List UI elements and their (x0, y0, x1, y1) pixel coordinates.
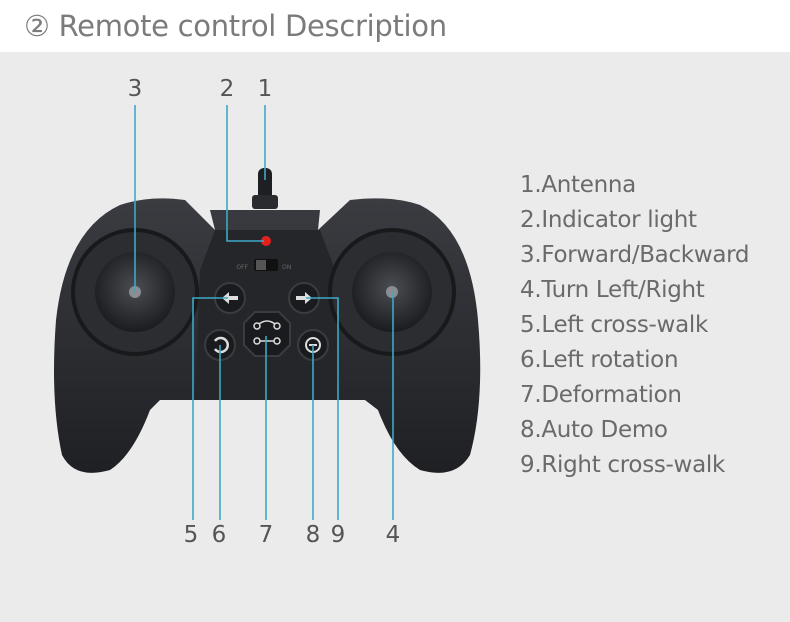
leader-line-2 (226, 105, 264, 242)
callout-1: 1 (257, 76, 273, 102)
legend-item: 8.Auto Demo (520, 417, 668, 443)
callout-5: 5 (183, 522, 199, 548)
legend-list: 1.Antenna 2.Indicator light 3.Forward/Ba… (520, 170, 749, 485)
leader-line-9 (306, 297, 339, 520)
legend-item: 2.Indicator light (520, 207, 697, 233)
callout-6: 6 (211, 522, 227, 548)
switch-on-label: ON (282, 264, 291, 271)
page-title: ② Remote control Description (24, 9, 447, 43)
switch-off-label: OFF (236, 264, 248, 271)
legend-item: 5.Left cross-walk (520, 312, 708, 338)
deformation-button[interactable] (243, 311, 291, 357)
leader-line-5 (192, 297, 228, 520)
antenna (252, 168, 278, 209)
legend-item: 1.Antenna (520, 172, 636, 198)
leader-lines (134, 105, 394, 520)
legend-item: 4.Turn Left/Right (520, 277, 705, 303)
legend-item: 7.Deformation (520, 382, 682, 408)
header-bar: ② Remote control Description (0, 0, 790, 52)
callout-3: 3 (127, 76, 143, 102)
legend-item: 9.Right cross-walk (520, 452, 725, 478)
remote-controller-diagram: OFF ON (54, 105, 481, 520)
callout-4: 4 (385, 522, 401, 548)
left-crosswalk-button[interactable] (214, 282, 246, 314)
callout-7: 7 (258, 522, 274, 548)
callout-2: 2 (219, 76, 235, 102)
power-switch[interactable]: OFF ON (236, 259, 291, 271)
legend-item: 3.Forward/Backward (520, 242, 750, 268)
right-joystick[interactable] (328, 228, 456, 356)
indicator-light (261, 236, 271, 246)
legend-item: 6.Left rotation (520, 347, 679, 373)
callout-8: 8 (305, 522, 321, 548)
callout-9: 9 (330, 522, 346, 548)
